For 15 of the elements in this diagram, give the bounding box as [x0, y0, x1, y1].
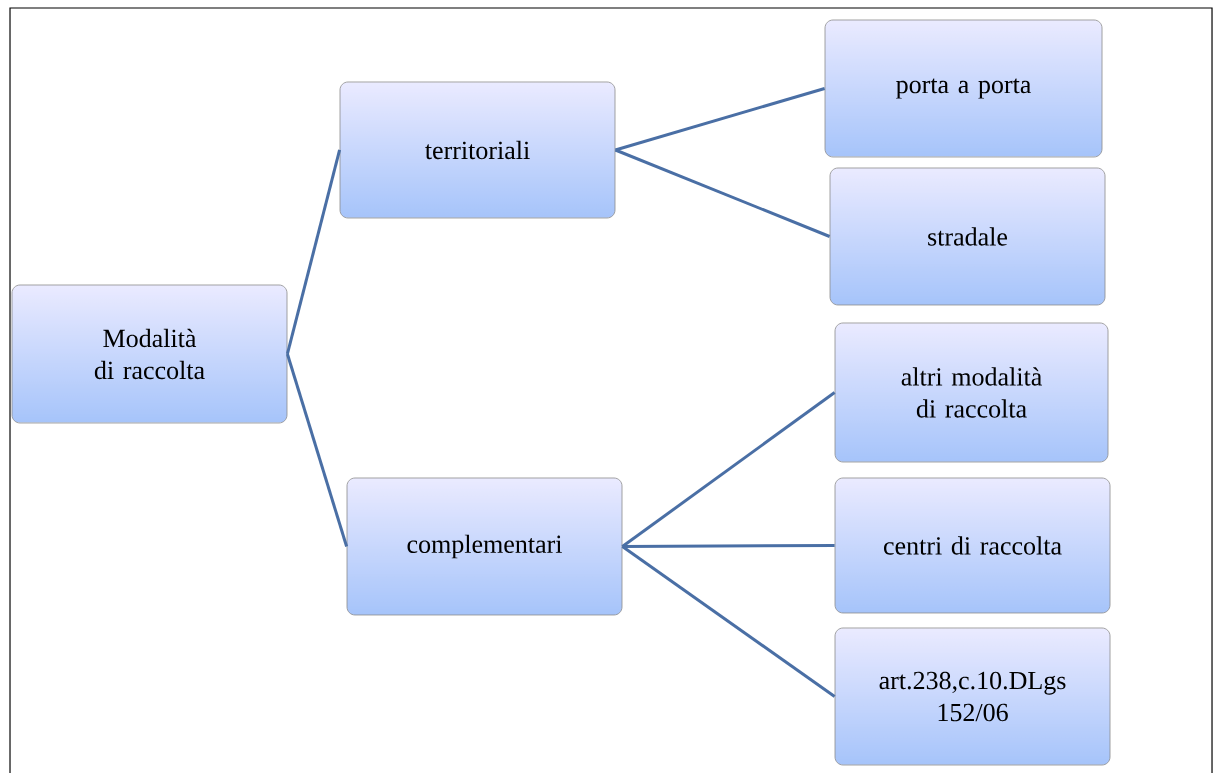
- category-box: porta a porta: [824, 19, 1103, 158]
- connector-line: [285, 353, 349, 547]
- category-box: stradale: [829, 167, 1106, 306]
- connector-line: [615, 87, 826, 152]
- category-box: art.238,c.10.DLgs 152/06: [834, 627, 1111, 766]
- category-box: centri di raccolta: [834, 477, 1111, 614]
- connector-line: [621, 545, 836, 698]
- category-box: territoriali: [339, 81, 616, 219]
- connector-line: [621, 391, 836, 548]
- category-box: complementari: [346, 477, 623, 616]
- connector-line: [614, 148, 831, 238]
- connector-line: [622, 544, 835, 548]
- category-box: altri modalità di raccolta: [834, 322, 1109, 463]
- connector-line: [285, 149, 342, 355]
- category-box: Modalità di raccolta: [11, 284, 288, 424]
